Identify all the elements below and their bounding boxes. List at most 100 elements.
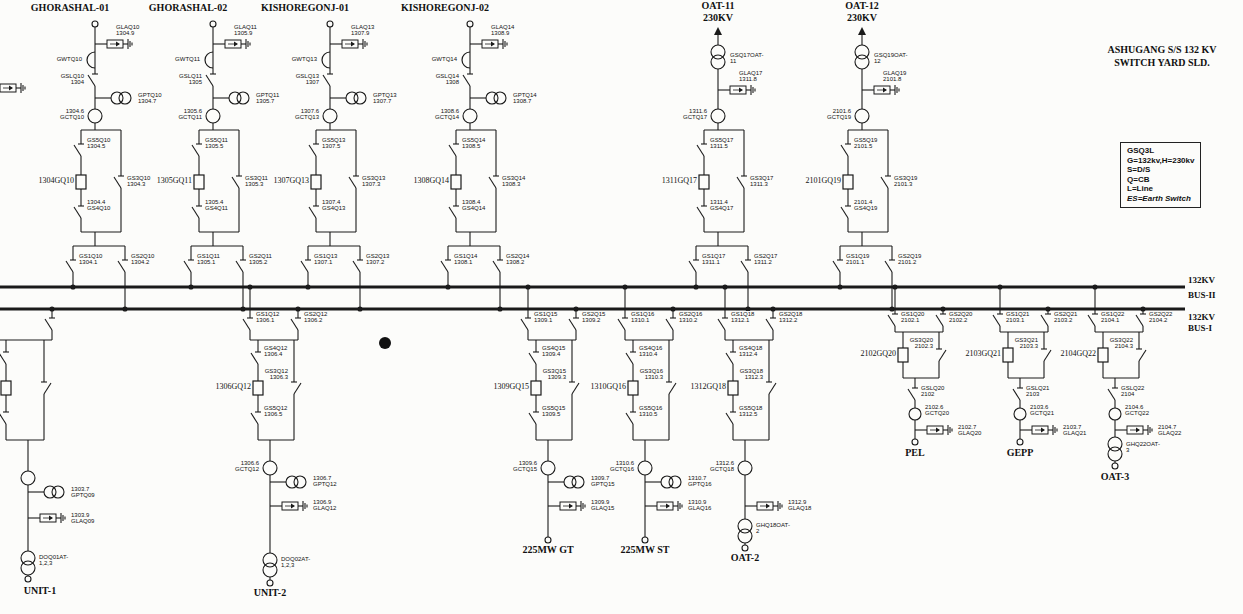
wire <box>1143 429 1148 430</box>
bus-label: 132KV <box>1188 313 1215 323</box>
wire <box>747 246 748 309</box>
bay-name: OAT-2 <box>731 553 759 564</box>
device-code: 1304.6 GCTQ10 <box>59 108 85 121</box>
device-code: 1305.4 GS4Q11 <box>204 199 229 212</box>
wire <box>943 429 948 430</box>
wire <box>250 339 298 340</box>
isolator-blade <box>1041 315 1048 326</box>
device-code: 2104.7 GLAQ22 <box>1157 424 1182 437</box>
isolator-blade <box>618 319 625 330</box>
earth-symbol <box>129 41 130 47</box>
device-code: GS5Q11 1305.5 <box>204 137 229 150</box>
wire <box>124 246 125 309</box>
isolator-contact <box>313 205 319 206</box>
wire <box>456 129 496 130</box>
isolator-contact <box>247 317 253 318</box>
junction-dot <box>574 307 578 311</box>
potential-transformer <box>669 476 681 488</box>
isolator-blade <box>449 145 456 156</box>
wire <box>28 491 44 492</box>
key-entry: Q=CB <box>1127 175 1194 185</box>
device-code: GS3Q18 1312.3 <box>739 368 764 381</box>
bay-name: UNIT-1 <box>24 586 56 597</box>
isolator-blade <box>449 207 456 218</box>
device-code: GPTQ10 1304.7 <box>137 92 163 105</box>
arrester-arrow-head <box>234 42 238 47</box>
device-code: GPTQ13 1307.7 <box>372 92 398 105</box>
wire <box>308 245 360 246</box>
wire <box>744 440 745 519</box>
wire <box>724 287 725 340</box>
wire <box>745 505 757 506</box>
device-code: GSQ17OAT-11 <box>729 52 765 65</box>
isolator-contact <box>188 259 194 260</box>
device-code: GSQ19OAT-12 <box>873 52 909 65</box>
junction-dot <box>71 285 75 289</box>
breaker-label: 1310GQ16 <box>590 383 626 392</box>
arrow-head <box>714 27 722 35</box>
isolator-contact <box>912 387 918 388</box>
earth-symbol <box>306 505 307 508</box>
junction-dot <box>50 307 54 311</box>
bay-name: 230KV <box>703 13 733 24</box>
device-code: GSLQ22 2104 <box>1120 385 1145 398</box>
circuit-breaker <box>253 381 263 395</box>
device-code: GS2Q19 2101.2 <box>897 253 922 266</box>
isolator-contact <box>766 381 772 382</box>
isolator-blade <box>572 383 579 394</box>
bay-name: OAT-3 <box>1101 472 1129 483</box>
isolator-contact <box>92 73 98 74</box>
isolator-contact <box>3 411 9 412</box>
lightning-arrester <box>40 514 56 522</box>
earth-symbol <box>364 41 365 47</box>
device-code: GLAQ19 2101.8 <box>882 70 907 83</box>
device-code: GWTQ10 <box>56 56 83 62</box>
arrester-arrow-head <box>883 88 887 93</box>
isolator-contact <box>845 205 851 206</box>
isolator-contact <box>445 259 451 260</box>
wire <box>81 231 121 232</box>
device-code: GS4Q16 1310.4 <box>638 345 663 358</box>
wire <box>548 481 564 482</box>
key-entry: G=132kv,H=230kv <box>1127 156 1194 166</box>
power-transformer <box>263 563 277 577</box>
bay-name: GHORASHAL-01 <box>31 3 109 14</box>
wire <box>624 287 625 340</box>
device-code: GS5Q12 1306.5 <box>263 405 288 418</box>
current-transformer <box>263 461 277 475</box>
wire <box>717 232 718 246</box>
device-code: GS2Q12 1306.2 <box>303 311 328 324</box>
isolator-blade <box>0 413 6 424</box>
device-code: GS3Q22 2104.3 <box>1109 337 1134 350</box>
wire <box>1008 377 1044 378</box>
isolator-blade <box>114 177 121 188</box>
isolator-blade <box>766 319 773 330</box>
wire <box>330 43 342 44</box>
potential-transformer <box>294 476 306 488</box>
device-code: GS2Q18 1312.2 <box>778 311 803 324</box>
device-code: DOQ02AT-1,2,3 <box>280 556 311 569</box>
isolator-contact <box>701 205 707 206</box>
device-code: GWTQ14 <box>431 56 458 62</box>
current-transformer <box>855 109 869 123</box>
device-code: GLAQ14 1308.9 <box>490 24 515 37</box>
isolator-contact <box>630 411 636 412</box>
earth-symbol <box>1149 427 1150 433</box>
device-code: GS1Q16 1310.1 <box>630 311 655 324</box>
junction-dot <box>771 307 775 311</box>
isolator-contact <box>453 143 459 144</box>
isolator-contact <box>1017 387 1023 388</box>
earth-symbol <box>1151 429 1152 432</box>
current-transformer <box>711 109 725 123</box>
device-code: 1307.6 GCTQ13 <box>294 108 320 121</box>
isolator-blade <box>1108 389 1115 400</box>
device-code: GLAQ10 1304.9 <box>115 24 140 37</box>
device-code: GS2Q11 1305.2 <box>248 253 273 266</box>
junction-dot <box>241 307 245 311</box>
circuit-breaker <box>728 381 738 395</box>
wire <box>733 439 769 440</box>
device-code: GSLQ13 1307 <box>295 73 320 86</box>
isolator-blade <box>184 261 191 272</box>
earth-symbol <box>502 39 503 49</box>
isolator-contact <box>236 175 242 176</box>
